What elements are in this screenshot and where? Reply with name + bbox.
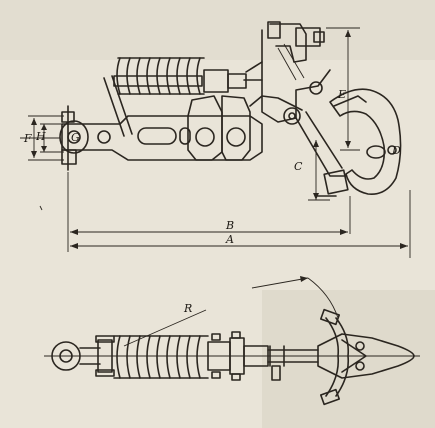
radius-r: [123, 276, 339, 347]
top-fork: [317, 308, 415, 406]
label-g: G: [71, 131, 80, 144]
dimension-e: [326, 27, 360, 151]
side-view: [20, 21, 411, 258]
top-clamps: [207, 331, 269, 381]
label-b: B: [225, 219, 234, 232]
spring-side: [113, 57, 247, 95]
slot-2: [179, 127, 191, 145]
lever-arm: [295, 111, 349, 197]
center-mark: [20, 137, 60, 211]
top-left-eye: [51, 335, 115, 377]
dimension-b: [70, 229, 348, 235]
dimension-c: [308, 140, 330, 201]
label-a: A: [225, 233, 234, 246]
clevis-hole-left: [195, 127, 215, 147]
slot-1: [137, 127, 177, 145]
dimension-a: [70, 243, 408, 249]
top-rod-pin: [271, 365, 281, 381]
top-rod: [267, 345, 319, 367]
label-c: C: [294, 160, 303, 173]
label-h: H: [35, 130, 46, 143]
label-e: E: [337, 88, 346, 101]
main-beam: [61, 115, 263, 161]
label-f: F: [23, 132, 32, 145]
clevis-plate-left: [187, 95, 223, 161]
hook: [329, 88, 402, 195]
extension-lines: [67, 172, 411, 258]
clevis-hole-right: [226, 127, 246, 147]
left-eye-end: [59, 105, 111, 171]
clevis-plate-right: [221, 95, 251, 161]
spring-hanger: [103, 75, 133, 137]
label-d: D: [391, 144, 401, 157]
spring-top: [113, 335, 209, 379]
top-view: [44, 276, 420, 406]
label-r: R: [183, 302, 192, 315]
